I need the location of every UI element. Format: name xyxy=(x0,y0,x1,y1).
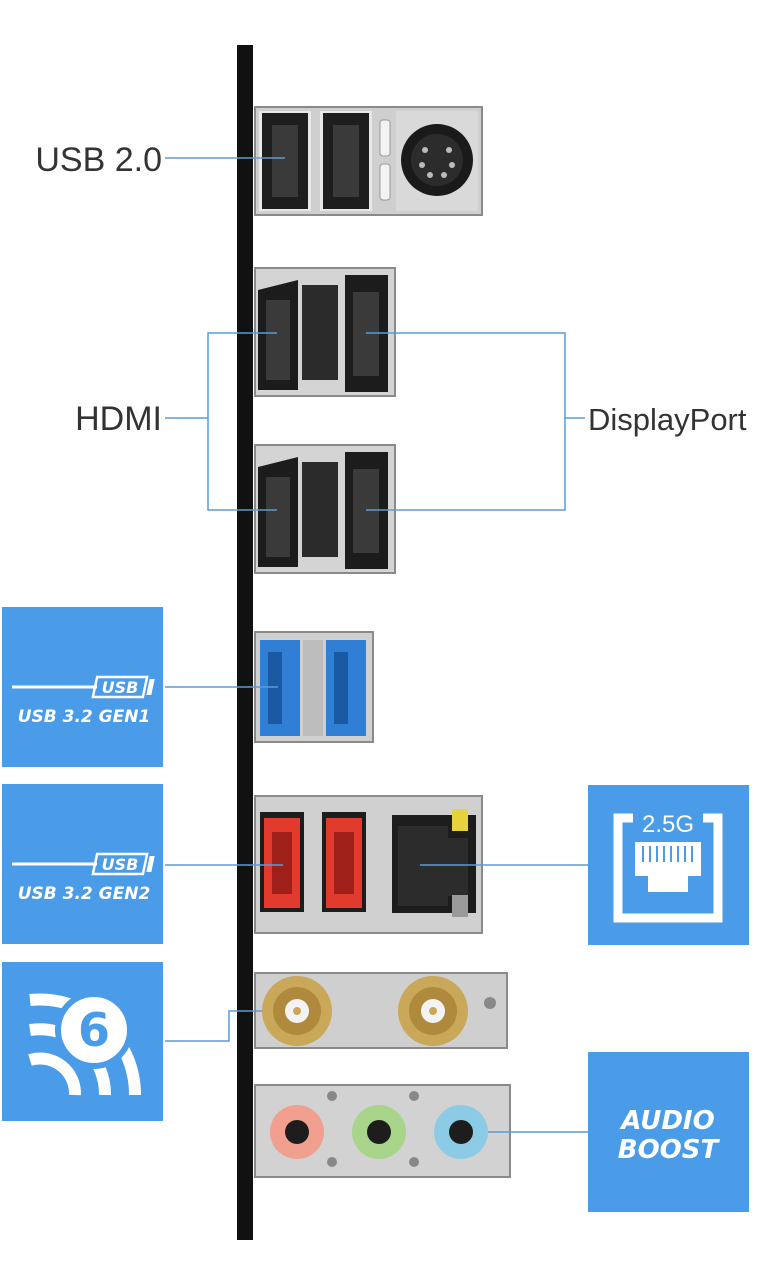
ethernet-port-icon xyxy=(613,808,723,923)
dp-leader-line-2 xyxy=(366,418,566,511)
usb-gen2-text: USB 3.2 GEN2 xyxy=(18,884,151,904)
video-block-2 xyxy=(254,444,396,574)
wifi-badge: 6 xyxy=(2,962,163,1121)
wifi-leader-line xyxy=(165,1010,262,1042)
displayport-label: DisplayPort xyxy=(588,402,747,437)
audio-jack-block xyxy=(254,1084,511,1178)
usb-gen1-ports xyxy=(254,631,374,743)
leader-lines xyxy=(165,157,588,1133)
backplate-bar xyxy=(237,45,253,1240)
dp-leader-line-1 xyxy=(366,332,585,419)
lan-speed-label: 2.5G xyxy=(642,811,694,838)
audio-boost-line2: BOOST xyxy=(618,1135,721,1165)
audio-boost-badge: AUDIO BOOST xyxy=(588,1052,749,1212)
usb20-label: USB 2.0 xyxy=(35,141,162,179)
usb-gen1-badge: USB USB 3.2 GEN1 xyxy=(2,607,163,767)
usb-gen2-logo: USB xyxy=(102,855,139,874)
usb20-ps2-block xyxy=(254,106,483,216)
wifi-antenna-block xyxy=(254,972,508,1049)
usb-gen2-badge: USB USB 3.2 GEN2 xyxy=(2,784,163,944)
hdmi-leader-line-2 xyxy=(207,418,277,511)
usb-gen1-text: USB 3.2 GEN1 xyxy=(18,707,151,727)
usb-gen1-logo: USB xyxy=(102,678,139,697)
audio-boost-line1: AUDIO xyxy=(619,1106,714,1136)
video-block-1 xyxy=(254,267,396,397)
wifi-number: 6 xyxy=(78,1003,110,1057)
lan-badge: 2.5G xyxy=(588,785,749,945)
hdmi-label: HDMI xyxy=(75,400,162,438)
hdmi-leader-line-1 xyxy=(165,332,277,419)
